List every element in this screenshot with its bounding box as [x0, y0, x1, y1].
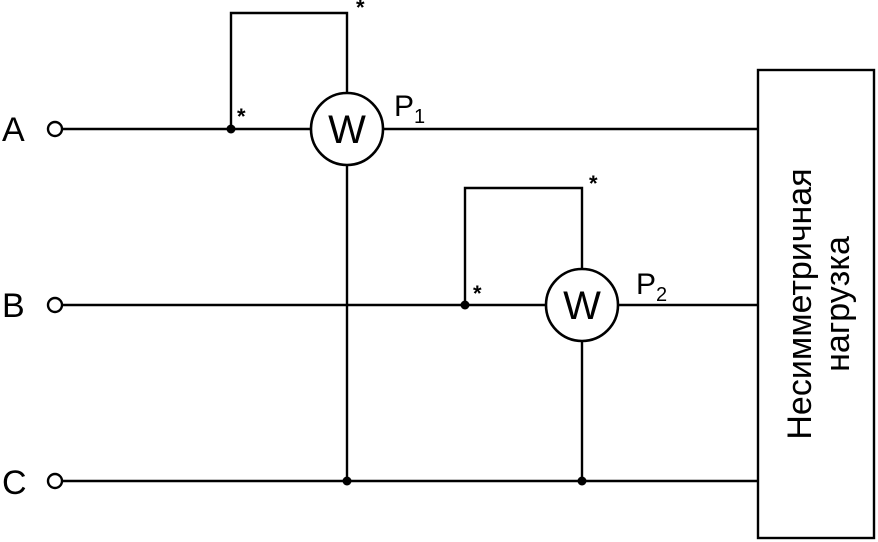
- meter-p1-voltage-loop: [229, 11, 349, 131]
- polarity-mark-p2-voltage: *: [589, 171, 598, 196]
- node-p2-current: [460, 300, 470, 310]
- wattmeter-p1-symbol: W: [328, 108, 366, 152]
- wattmeter-p2-name: P: [636, 268, 656, 301]
- wattmeter-p1-circle: [309, 91, 385, 167]
- wattmeter-p2-symbol: W: [563, 284, 601, 328]
- node-p1-c: [342, 476, 352, 486]
- load-label-line2: нагрузка: [819, 236, 857, 372]
- wattmeter-p2: W P2: [544, 267, 667, 343]
- polarity-mark-p1-current: *: [237, 104, 246, 129]
- wattmeter-p1-label: P1: [394, 90, 425, 128]
- meter-p2-voltage-loop: [463, 186, 584, 307]
- node-p1-current: [226, 124, 236, 134]
- load-label-line1: Несимметричная: [781, 168, 819, 439]
- wattmeter-p1-name: P: [394, 90, 414, 123]
- terminal-c: [46, 472, 64, 490]
- terminal-b: [46, 296, 64, 314]
- wattmeter-p1: W P1: [309, 90, 425, 167]
- node-p2-c: [577, 476, 587, 486]
- load-box: [756, 68, 876, 540]
- polarity-mark-p1-voltage: *: [356, 0, 365, 20]
- phase-a-label: A: [2, 111, 25, 149]
- load-label: Несимметричная нагрузка: [781, 168, 857, 439]
- phase-b-label: B: [2, 287, 25, 325]
- wattmeter-p2-circle: [544, 267, 620, 343]
- wattmeter-p2-subscript: 2: [656, 284, 667, 306]
- wattmeter-p1-subscript: 1: [414, 106, 425, 128]
- phase-c-label: C: [2, 464, 27, 502]
- wattmeter-p2-label: P2: [636, 268, 667, 306]
- terminal-a: [46, 120, 64, 138]
- polarity-mark-p2-current: *: [473, 281, 482, 306]
